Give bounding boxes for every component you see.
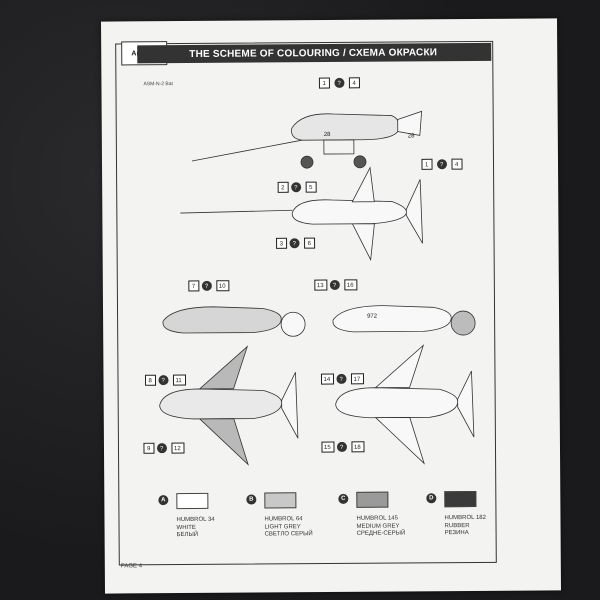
callout-number: 14 [323,377,330,383]
callout-number: 16 [347,283,354,289]
svg-text:?: ? [339,377,343,383]
legend-letter: A [158,495,169,506]
colour-swatch [176,492,209,510]
callout-number: 4 [352,81,356,87]
svg-text:?: ? [205,284,209,290]
callout-number: 10 [219,284,226,290]
svg-text:?: ? [340,445,344,451]
callout-number: 6 [308,241,312,247]
tail-marking: 28 [408,133,415,139]
legend-line: СВЕТЛО СЕРЫЙ [264,531,313,538]
svg-text:?: ? [337,81,341,87]
callout-number: 9 [147,446,151,452]
legend-line: СРЕДНЕ-СЕРЫЙ [356,530,406,537]
callout-number: 3 [280,241,284,247]
callout-number: 2 [281,185,285,191]
colour-scheme-drawings: 28 28 972 1 ? 4 1 ? 4 2 ? 5 3 ? 6 7 ? 10… [143,77,476,466]
instruction-sheet: Amodel THE SCHEME OF COLOURING / СХЕМА О… [101,18,561,594]
callout-number: 4 [455,162,459,168]
callout-number: 8 [149,378,153,384]
svg-text:?: ? [293,241,297,247]
svg-text:?: ? [160,446,164,452]
callout-number: 15 [324,445,331,451]
svg-text:?: ? [440,162,444,168]
svg-text:?: ? [161,378,165,384]
callout-number: 1 [425,162,429,168]
callout-number: 1 [322,81,326,87]
callout-number: 11 [175,378,182,384]
callout-number: 7 [192,284,196,290]
callout-number: 17 [353,377,360,383]
legend-line: БЕЛЫЙ [176,531,199,539]
nose-marking: 972 [367,314,378,320]
callout-number: 18 [354,445,361,451]
svg-text:?: ? [333,283,337,289]
callout-number: 12 [174,446,181,452]
colour-swatch [264,492,297,509]
colour-swatch [444,490,477,508]
callout-number: 13 [317,283,324,289]
page-number: PAGE 4 [120,563,143,570]
svg-text:?: ? [294,185,298,191]
legend-line: РЕЗИНА [444,530,469,537]
callout-number: 5 [309,185,313,191]
legend-letter: C [338,493,349,504]
fuselage-marking: 28 [324,132,331,138]
legend-letter: D [426,493,437,504]
colour-swatch [356,491,389,508]
legend-letter: B [246,494,257,505]
